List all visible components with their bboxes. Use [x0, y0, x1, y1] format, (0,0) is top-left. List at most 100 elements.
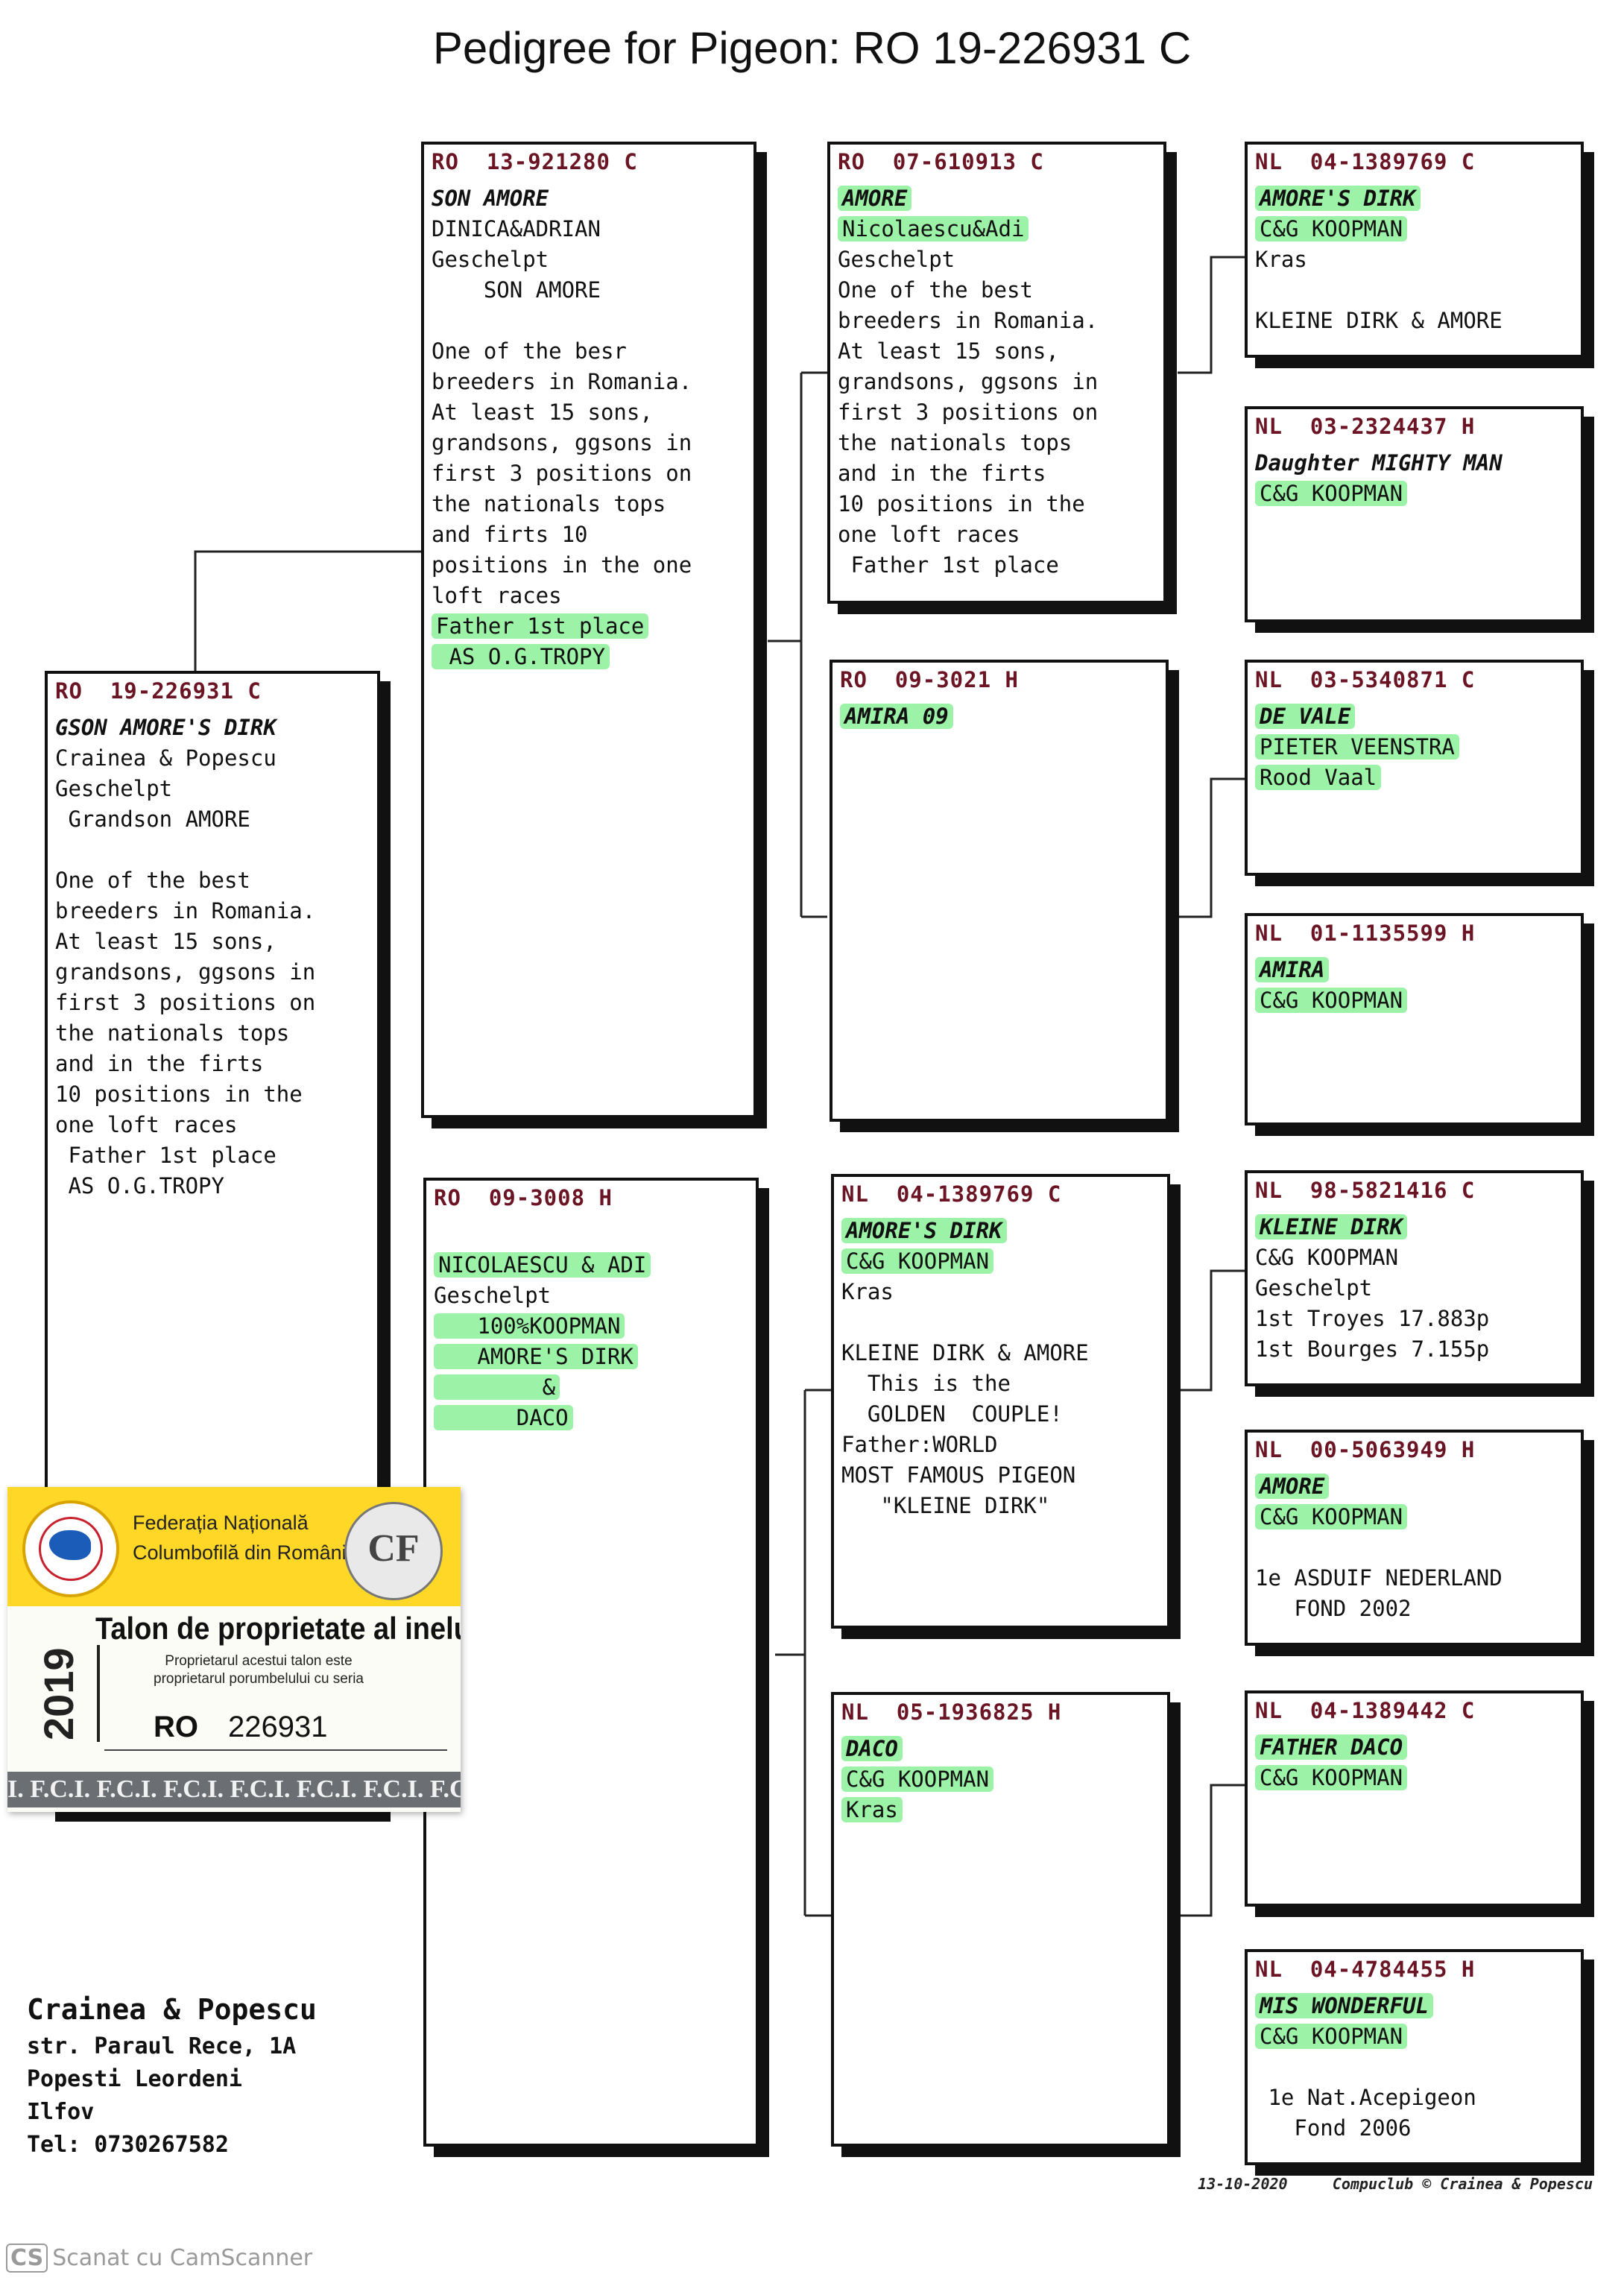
highlighted-text: C&G KOOPMAN [1255, 216, 1408, 241]
note-line: Nicolaescu&Adi [838, 214, 1159, 244]
federation-logo-icon [22, 1500, 119, 1597]
note-line: SON AMORE [432, 275, 749, 306]
note-line: one loft races [838, 520, 1159, 550]
highlighted-text: AMORE'S DIRK [1255, 186, 1421, 211]
highlighted-text: AMIRA 09 [840, 704, 953, 729]
note-text: Geschelpt [1255, 1275, 1373, 1301]
highlighted-text: AMORE'S DIRK [841, 1218, 1007, 1243]
note-line: C&G KOOPMAN [841, 1764, 1163, 1795]
note-text: KLEINE DIRK & AMORE [1255, 308, 1503, 333]
highlighted-text: C&G KOOPMAN [1255, 988, 1408, 1013]
highlighted-text: C&G KOOPMAN [1255, 481, 1408, 506]
note-text: Grandson AMORE [55, 806, 250, 832]
note-text: the nationals tops [55, 1020, 290, 1046]
note-line: and in the firts [55, 1049, 373, 1079]
highlighted-text: KLEINE DIRK [1255, 1214, 1408, 1240]
note-text: GSON AMORE'S DIRK [55, 715, 277, 740]
emblem-text: CF [367, 1527, 420, 1570]
highlighted-text: AMIRA [1255, 957, 1330, 982]
ring-number: NL 00-5063949 H [1255, 1437, 1476, 1462]
note-line: GSON AMORE'S DIRK [55, 713, 373, 743]
connector-gen3-2 [1178, 777, 1245, 918]
note-text: grandsons, ggsons in [838, 369, 1099, 394]
note-text: and in the firts [55, 1051, 264, 1076]
note-line: Father 1st place [432, 611, 749, 642]
highlighted-text: DACO [434, 1405, 573, 1430]
note-text: positions in the one [432, 552, 692, 578]
ring-number: RO 07-610913 C [838, 149, 1044, 174]
ring-ownership-card: Federația Națională Columbofilă din Româ… [7, 1487, 461, 1812]
print-date: 13-10-2020 [1198, 2175, 1288, 2193]
note-text: 1st Bourges 7.155p [1255, 1336, 1490, 1362]
note-text: FOND 2002 [1255, 1596, 1412, 1621]
note-line: breeders in Romania. [432, 367, 749, 397]
highlighted-text: DE VALE [1255, 704, 1356, 729]
highlighted-text: Nicolaescu&Adi [838, 216, 1029, 241]
note-text: one loft races [55, 1112, 238, 1137]
note-text: grandsons, ggsons in [432, 430, 692, 455]
ring-number: RO 19-226931 C [55, 678, 262, 704]
owner-street: str. Paraul Rece, 1A [27, 2033, 297, 2059]
ring-number: NL 03-2324437 H [1255, 414, 1476, 439]
print-credit: Compuclub © Crainea & Popescu [1332, 2175, 1593, 2193]
note-text: the nationals tops [838, 430, 1072, 455]
note-line: the nationals tops [432, 489, 749, 520]
highlighted-text: AMORE [1255, 1474, 1330, 1499]
note-line: AMORE'S DIRK [841, 1216, 1163, 1246]
subtitle-line-2: proprietarul porumbelului cu seria [154, 1671, 364, 1687]
note-text: GOLDEN COUPLE! [841, 1401, 1063, 1427]
note-line: FOND 2002 [1255, 1594, 1576, 1624]
logo-ring [39, 1517, 103, 1581]
note-line: Father:WORLD [841, 1430, 1163, 1460]
note-text: 1e ASDUIF NEDERLAND [1255, 1565, 1503, 1591]
note-line: DINICA&ADRIAN [432, 214, 749, 244]
note-text: Fond 2006 [1255, 2115, 1412, 2141]
note-line: MIS WONDERFUL [1255, 1991, 1576, 2021]
note-line: Geschelpt [838, 244, 1159, 275]
note-line: Rood Vaal [1255, 762, 1576, 793]
note-line: breeders in Romania. [838, 306, 1159, 336]
note-line [432, 306, 749, 336]
note-text: One of the besr [432, 338, 627, 364]
card-title: Talon de proprietate al inelului [95, 1611, 461, 1647]
note-line: AMORE [838, 183, 1159, 214]
card-rule [104, 1749, 447, 1751]
note-text: and firts 10 [432, 522, 588, 547]
note-text: Father 1st place [55, 1143, 277, 1168]
highlighted-text: C&G KOOPMAN [841, 1766, 994, 1792]
card-divider [97, 1645, 100, 1742]
owner-name: Crainea & Popescu [27, 1993, 317, 2026]
note-text: DINICA&ADRIAN [432, 216, 601, 241]
note-line: DE VALE [1255, 701, 1576, 732]
note-text: "KLEINE DIRK" [841, 1493, 1050, 1518]
note-text: Geschelpt [55, 776, 173, 801]
note-text: KLEINE DIRK & AMORE [841, 1340, 1089, 1365]
highlighted-text: & [434, 1374, 560, 1400]
note-text: Crainea & Popescu [55, 745, 277, 771]
note-line [1255, 275, 1576, 306]
note-line: FATHER DACO [1255, 1732, 1576, 1763]
note-text: Father:WORLD [841, 1432, 998, 1457]
note-line: KLEINE DIRK & AMORE [841, 1338, 1163, 1368]
note-text: one loft races [838, 522, 1020, 547]
owner-phone: Tel: 0730267582 [27, 2132, 229, 2158]
note-line [1255, 2052, 1576, 2083]
note-line: C&G KOOPMAN [1255, 479, 1576, 509]
highlighted-text: Rood Vaal [1255, 765, 1382, 790]
note-line: At least 15 sons, [838, 336, 1159, 367]
ring-country: RO [154, 1711, 198, 1743]
note-line: C&G KOOPMAN [1255, 2021, 1576, 2052]
note-text: SON AMORE [432, 186, 549, 211]
note-line: and in the firts [838, 458, 1159, 489]
note-line: Geschelpt [432, 244, 749, 275]
